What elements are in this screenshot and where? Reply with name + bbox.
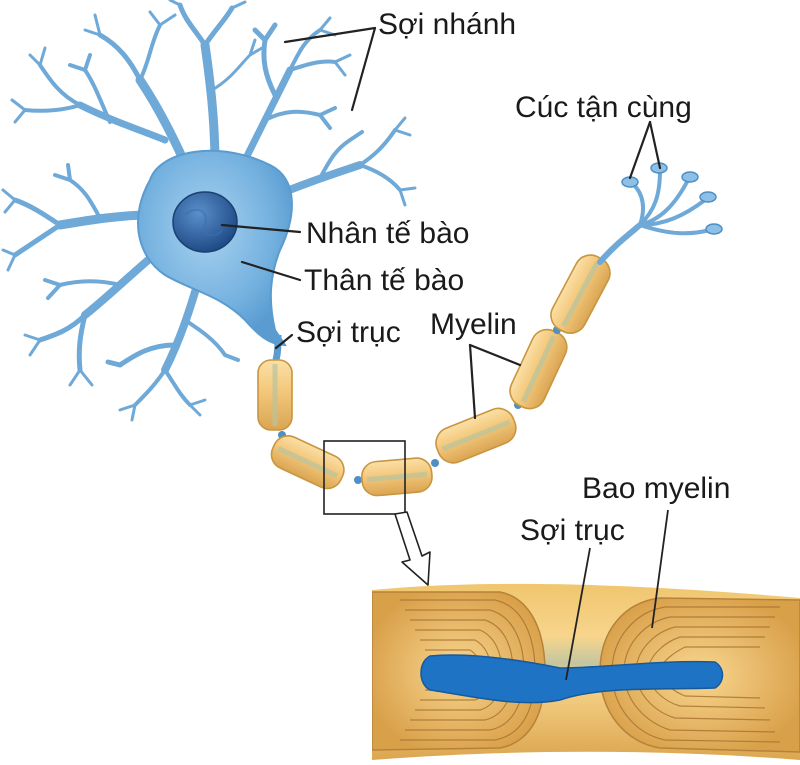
label-myelin-sheath: Bao myelin bbox=[582, 472, 730, 505]
axon-terminals bbox=[597, 162, 723, 265]
zoom-box bbox=[323, 440, 406, 515]
zoom-inset bbox=[372, 583, 800, 760]
label-nucleus: Nhân tế bào bbox=[306, 217, 469, 250]
label-axon: Sợi trục bbox=[296, 316, 401, 349]
myelin-segments bbox=[257, 254, 611, 497]
label-dendrites: Sợi nhánh bbox=[378, 8, 516, 41]
axon-core bbox=[420, 654, 724, 704]
label-cell-body: Thân tế bào bbox=[304, 264, 464, 297]
label-myelin: Myelin bbox=[430, 308, 517, 341]
zoom-arrow-icon bbox=[394, 511, 431, 586]
axon-hillock bbox=[272, 334, 282, 361]
leader-lines bbox=[220, 26, 669, 681]
label-axon-zoom: Sợi trục bbox=[520, 514, 625, 547]
label-axon-terminals: Cúc tận cùng bbox=[515, 91, 692, 124]
